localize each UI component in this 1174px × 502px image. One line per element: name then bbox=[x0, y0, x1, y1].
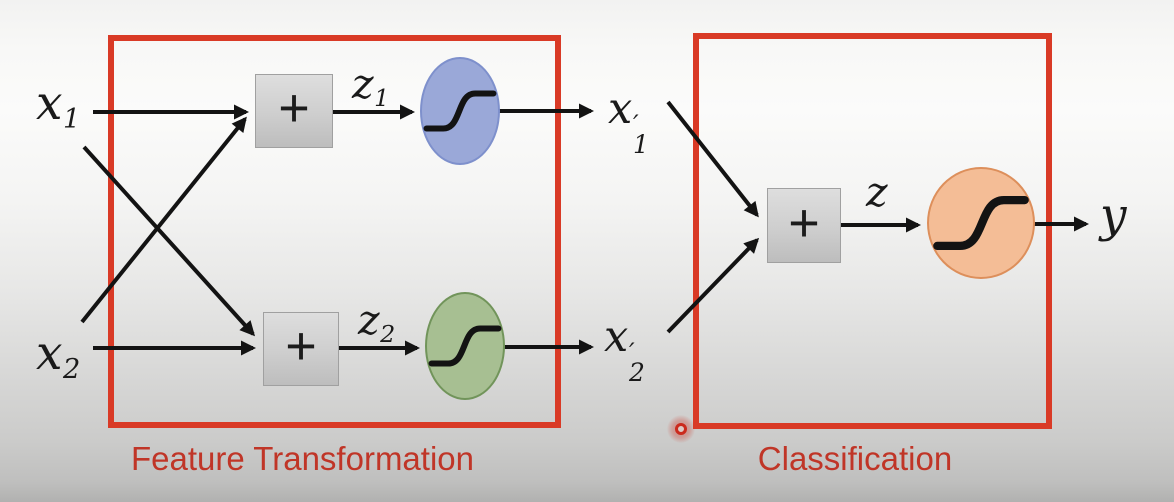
sigmoid-curve-icon bbox=[933, 195, 1029, 251]
output-y-label: y bbox=[1100, 188, 1127, 243]
plus-icon: + bbox=[788, 192, 820, 253]
activation-node-output bbox=[927, 167, 1035, 279]
feature-transformation-caption: Feature Transformation bbox=[131, 440, 474, 477]
input-x2-label: x2 bbox=[36, 326, 81, 385]
laser-pointer-dot bbox=[667, 415, 695, 443]
plus-icon: + bbox=[278, 78, 310, 138]
activation-node-1 bbox=[420, 57, 500, 165]
sigmoid-curve-icon bbox=[428, 325, 502, 367]
sigmoid-curve-icon bbox=[423, 90, 497, 132]
classification-caption: Classification bbox=[757, 440, 953, 477]
pre-activation-z-label: z bbox=[866, 168, 888, 216]
activation-node-2 bbox=[425, 292, 505, 400]
sum-node-output: + bbox=[767, 188, 841, 263]
sum-node-2: + bbox=[263, 312, 339, 386]
hidden-output-x2p-label: x′2 bbox=[604, 312, 645, 387]
classification-box bbox=[693, 33, 1052, 429]
pre-activation-z2-label: z2 bbox=[358, 296, 396, 348]
feature-transformation-box bbox=[108, 35, 561, 428]
input-x1-label: x1 bbox=[36, 76, 81, 135]
hidden-output-x1p-label: x′1 bbox=[608, 84, 649, 159]
pre-activation-z1-label: z1 bbox=[352, 60, 390, 112]
plus-icon: + bbox=[285, 316, 317, 376]
sum-node-1: + bbox=[255, 74, 333, 148]
